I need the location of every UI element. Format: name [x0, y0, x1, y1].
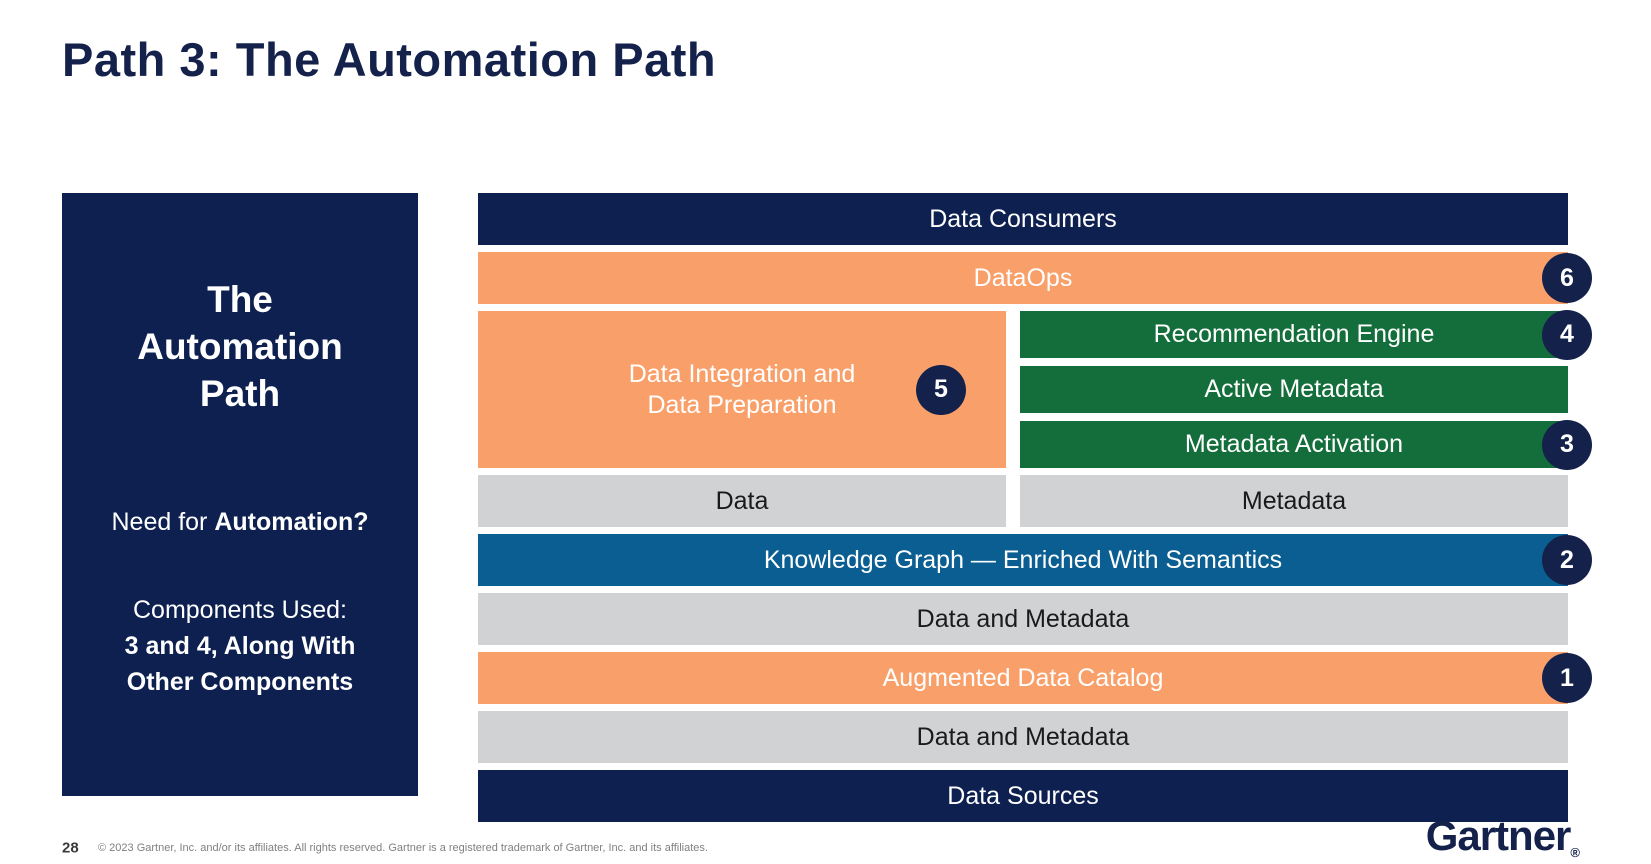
components-line-1: 3 and 4, Along With: [124, 631, 356, 660]
bar-data-integration-line-1: Data Integration and: [628, 360, 856, 388]
left-summary-panel: The Automation Path Need for Automation?…: [62, 193, 418, 796]
row-data-consumers: Data Consumers: [478, 193, 1568, 245]
bar-data-and-metadata-upper: Data and Metadata: [478, 593, 1568, 645]
bar-data-integration-preparation: Data Integration and Data Preparation 5: [478, 311, 1006, 468]
row-data-sources: Data Sources: [478, 770, 1568, 822]
row-dataops: DataOps 6: [478, 252, 1592, 304]
badge-1: 1: [1542, 653, 1592, 703]
badge-5: 5: [916, 364, 966, 415]
bar-data-and-metadata-lower-label: Data and Metadata: [916, 722, 1130, 751]
panel-question-prefix: Need for: [111, 507, 215, 536]
badge-6: 6: [1542, 253, 1592, 303]
bar-data-integration-label: Data Integration and Data Preparation: [629, 359, 856, 420]
panel-heading: The Automation Path: [90, 277, 390, 418]
page-number: 28: [62, 839, 79, 857]
bar-augmented-data-catalog-label: Augmented Data Catalog: [882, 663, 1164, 692]
components-label: Components Used:: [132, 595, 347, 624]
bar-metadata-label: Metadata: [1241, 486, 1347, 515]
row-data-metadata-split: Data Metadata: [478, 475, 1568, 527]
panel-components: Components Used: 3 and 4, Along With Oth…: [125, 592, 356, 701]
bar-active-metadata-label: Active Metadata: [1204, 375, 1384, 404]
bar-data-sources: Data Sources: [478, 770, 1568, 822]
bar-data-consumers-label: Data Consumers: [929, 204, 1117, 233]
bar-knowledge-graph: Knowledge Graph — Enriched With Semantic…: [478, 534, 1592, 586]
bar-data: Data: [478, 475, 1006, 527]
architecture-stack: Data Consumers DataOps 6 Data Integratio…: [478, 193, 1592, 822]
bar-metadata-activation-label: Metadata Activation: [1184, 430, 1404, 459]
badge-4: 4: [1542, 309, 1592, 360]
row-data-and-metadata-lower: Data and Metadata: [478, 711, 1568, 763]
bar-data-and-metadata-lower: Data and Metadata: [478, 711, 1568, 763]
bar-data-sources-label: Data Sources: [947, 781, 1099, 810]
bar-data-and-metadata-upper-label: Data and Metadata: [916, 604, 1130, 633]
copyright-notice: © 2023 Gartner, Inc. and/or its affiliat…: [98, 842, 708, 854]
bar-dataops: DataOps 6: [478, 252, 1592, 304]
page-title: Path 3: The Automation Path: [62, 33, 717, 86]
panel-question: Need for Automation?: [112, 506, 369, 540]
bar-metadata-activation: Metadata Activation 3: [1020, 419, 1592, 470]
bar-data-label: Data: [715, 486, 769, 515]
gartner-logo-text: Gartner: [1425, 812, 1572, 859]
bar-recommendation-engine: Recommendation Engine 4: [1020, 309, 1592, 360]
bar-augmented-data-catalog: Augmented Data Catalog 1: [478, 652, 1592, 704]
components-line-2: Other Components: [126, 668, 354, 697]
panel-heading-line-3: Path: [199, 372, 281, 414]
registered-trademark-icon: ®: [1570, 845, 1580, 860]
row-integration-and-metadata: Data Integration and Data Preparation 5 …: [478, 309, 1592, 470]
metadata-column: Recommendation Engine 4 Active Metadata …: [1020, 309, 1592, 470]
panel-question-emphasis: Automation?: [214, 507, 369, 536]
bar-data-consumers: Data Consumers: [478, 193, 1568, 245]
panel-heading-line-2: Automation: [137, 325, 343, 367]
row-data-and-metadata-upper: Data and Metadata: [478, 593, 1568, 645]
bar-active-metadata: Active Metadata: [1020, 366, 1568, 413]
bar-data-integration-line-2: Data Preparation: [647, 390, 837, 419]
gartner-logo: Gartner®: [1425, 812, 1580, 860]
bar-recommendation-engine-label: Recommendation Engine: [1153, 320, 1435, 349]
row-augmented-data-catalog: Augmented Data Catalog 1: [478, 652, 1592, 704]
panel-heading-line-1: The: [207, 279, 273, 320]
row-knowledge-graph: Knowledge Graph — Enriched With Semantic…: [478, 534, 1592, 586]
badge-3: 3: [1542, 419, 1592, 470]
bar-knowledge-graph-label: Knowledge Graph — Enriched With Semantic…: [763, 545, 1283, 574]
bar-dataops-label: DataOps: [973, 263, 1073, 292]
badge-2: 2: [1542, 535, 1592, 585]
bar-metadata: Metadata: [1020, 475, 1568, 527]
